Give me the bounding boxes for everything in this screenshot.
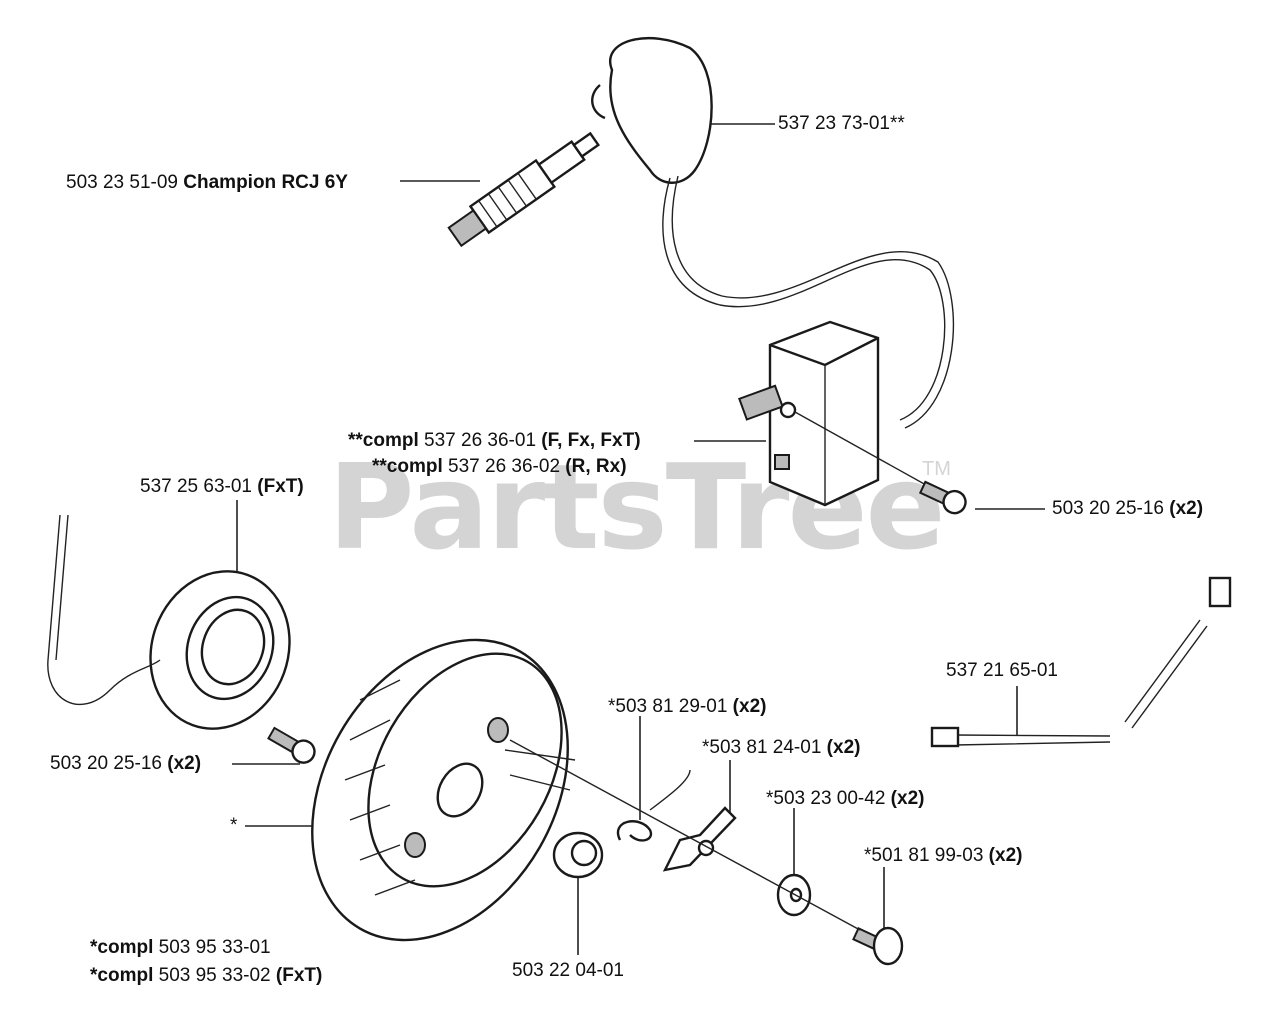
label-note: (F, Fx, FxT) [541,430,641,451]
label-note: (FxT) [275,965,323,986]
label-number: * [230,815,238,836]
label-note: (x2) [1169,498,1204,519]
label-ignition-module-a: **compl 537 26 36-01 (F, Fx, FxT) [348,430,641,452]
label-number: 537 25 63-01 [140,476,252,497]
label-cable: 537 21 65-01 [946,660,1058,682]
module-screw-part [918,480,967,515]
label-ignition-module-b: **compl 537 26 36-02 (R, Rx) [372,456,627,478]
label-prefix: **compl [372,456,443,477]
label-generator-screw: 503 20 25-16 (x2) [50,753,201,775]
label-number: 537 21 65-01 [946,660,1058,681]
ignition-module-part [738,320,936,507]
label-prefix: *compl [90,937,154,958]
label-flywheel-a: *compl 503 95 33-01 [90,937,271,959]
axis-lines [509,739,861,931]
label-number: 503 95 33-01 [153,937,271,958]
nut-part [552,831,604,879]
label-pawl-screw: *501 81 99-03 (x2) [864,845,1022,867]
generator-screw-part [267,726,316,764]
label-pawl: *503 81 24-01 (x2) [702,737,860,759]
label-number: 503 23 51-09 [66,172,178,193]
label-number: 537 26 36-01 [418,430,537,451]
label-number: *503 81 24-01 [702,737,822,758]
washer-part [776,873,812,917]
label-spark-plug: 503 23 51-09 Champion RCJ 6Y [66,172,348,194]
label-note: Champion RCJ 6Y [183,172,348,193]
label-note: (x2) [988,845,1023,866]
label-flywheel-star: * [230,815,237,837]
label-number: 537 23 73-01** [778,113,905,134]
label-number: 537 26 36-02 [442,456,561,477]
label-washer: *503 23 00-42 (x2) [766,788,924,810]
label-flywheel-b: *compl 503 95 33-02 (FxT) [90,965,322,987]
spark-plug-part [447,131,600,248]
label-module-screw: 503 20 25-16 (x2) [1052,498,1203,520]
label-spring: *503 81 29-01 (x2) [608,696,766,718]
label-prefix: *compl [90,965,154,986]
label-number: *503 23 00-42 [766,788,886,809]
label-number: 503 20 25-16 [50,753,162,774]
pawl-part [662,806,737,872]
label-number: 503 22 04-01 [512,960,624,981]
label-number: 503 20 25-16 [1052,498,1164,519]
spring-part [616,769,691,842]
label-note: (x2) [167,753,202,774]
label-generator: 537 25 63-01 (FxT) [140,476,304,498]
label-note: (R, Rx) [565,456,627,477]
label-nut: 503 22 04-01 [512,960,624,982]
label-note: (x2) [732,696,767,717]
pawl-screw-part [852,926,904,966]
label-note: (x2) [826,737,861,758]
label-number: *501 81 99-03 [864,845,984,866]
label-prefix: **compl [348,430,419,451]
leader-lines [232,123,1045,955]
label-number: *503 81 29-01 [608,696,728,717]
generator-part [47,514,291,730]
label-note: (FxT) [257,476,304,497]
flywheel-part [311,638,576,942]
coil-cap-part [591,36,955,429]
label-number: 503 95 33-02 [153,965,271,986]
label-note: (x2) [890,788,925,809]
watermark-trademark: TM [922,458,951,480]
cable-part [930,576,1232,748]
label-coil-cap: 537 23 73-01** [778,113,905,135]
